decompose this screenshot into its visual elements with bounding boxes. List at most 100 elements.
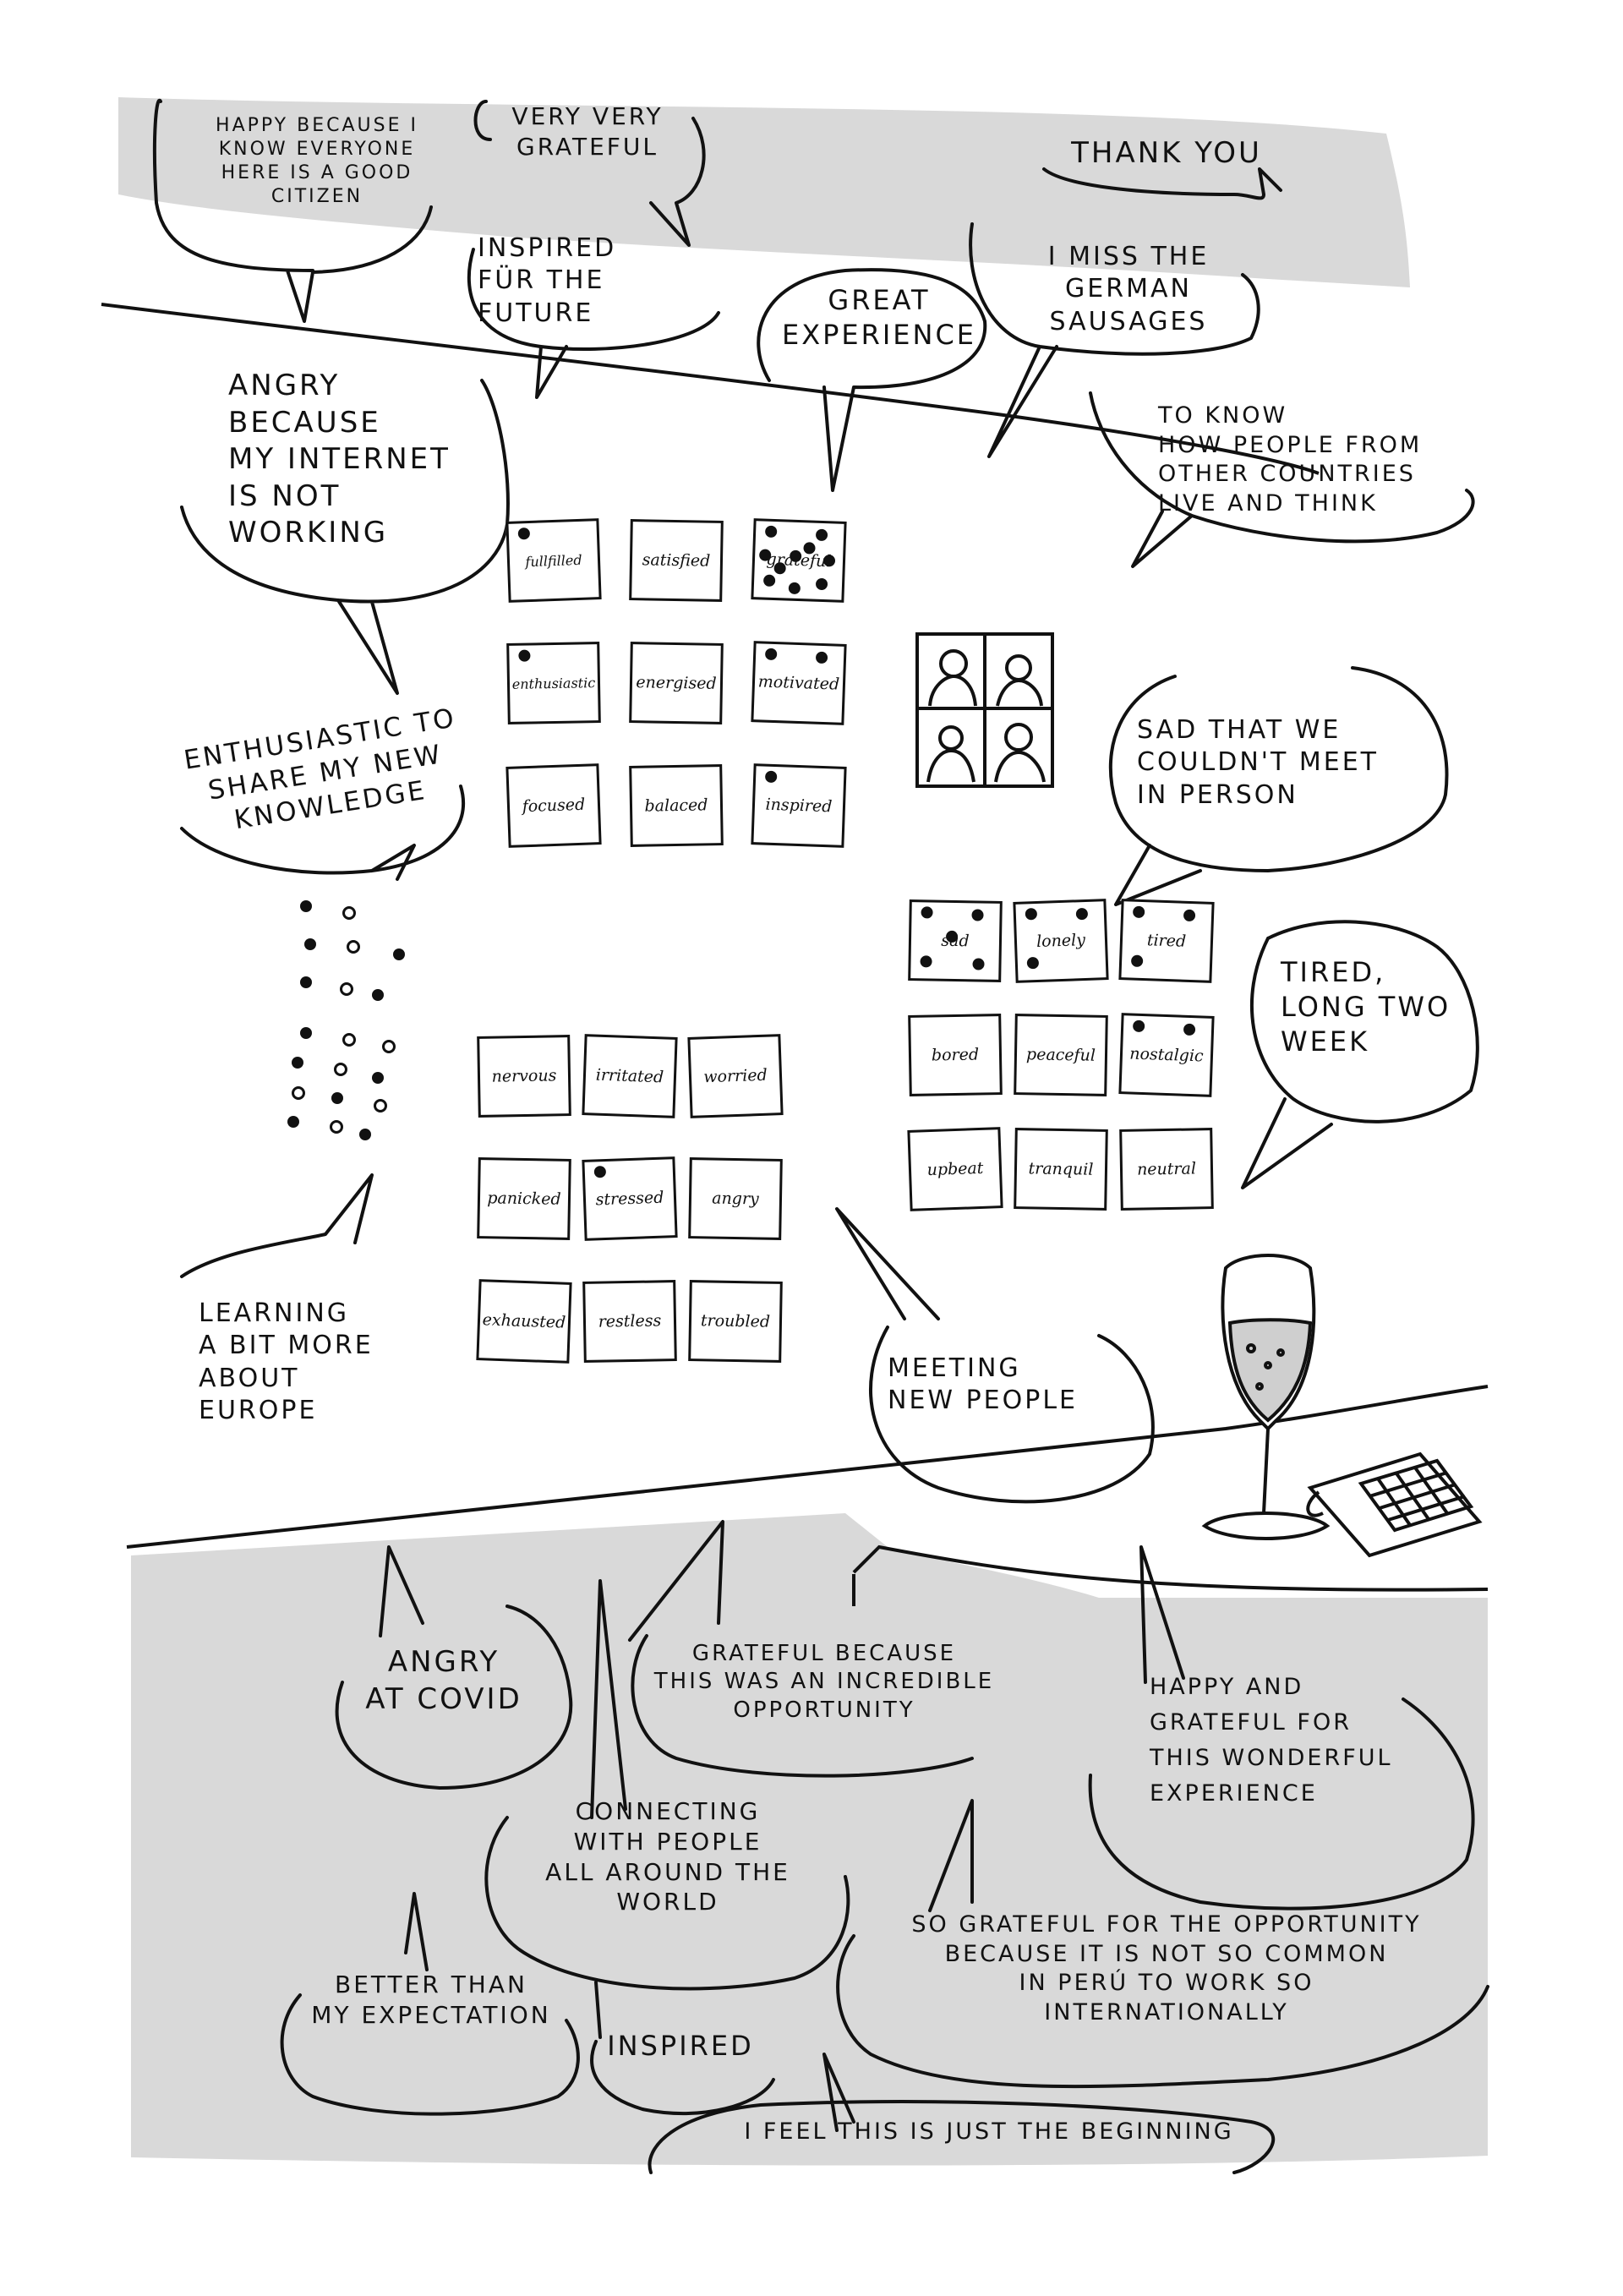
emotion-card-label: motivated: [757, 672, 840, 694]
emotion-card-sad: sad: [908, 899, 1003, 982]
bubble-outline-inspired-future: [467, 248, 720, 399]
emotion-card-peaceful: peaceful: [1014, 1014, 1108, 1096]
filled-dot: [359, 1129, 371, 1140]
emotion-card-neutral: neutral: [1119, 1128, 1214, 1211]
vote-dot: [773, 561, 786, 575]
emotion-card-label: exhausted: [482, 1310, 566, 1332]
emotion-card-tired: tired: [1118, 899, 1215, 983]
vote-dot: [815, 577, 828, 591]
vote-dot: [920, 955, 932, 968]
bubble-better-expectation: BETTER THAN MY EXPECTATION: [311, 1971, 551, 2029]
bubble-outline-thank-you: [1042, 167, 1282, 200]
filled-dot: [304, 938, 316, 950]
emotion-card-label: nervous: [491, 1066, 557, 1086]
wine-glass-icon: [1201, 1254, 1331, 1540]
vote-dot: [1132, 905, 1145, 919]
hollow-dot: [342, 906, 356, 920]
emotion-card-label: stressed: [595, 1188, 664, 1210]
emotion-card-inspired: inspired: [751, 763, 847, 848]
bubble-learning-europe: LEARNING A BIT MORE ABOUT EUROPE: [199, 1298, 374, 1426]
vote-dot: [764, 525, 778, 538]
filled-dot: [393, 948, 405, 960]
hollow-dot: [330, 1120, 343, 1134]
bubble-connecting-world: CONNECTING WITH PEOPLE ALL AROUND THE WO…: [545, 1797, 790, 1916]
bubble-inspired: INSPIRED: [607, 2030, 754, 2062]
bubble-grateful-opportunity: GRATEFUL BECAUSE THIS WAS AN INCREDIBLE …: [653, 1641, 995, 1723]
bubble-outline-happy-citizen: [152, 98, 433, 323]
vote-dot: [518, 649, 531, 662]
vote-dot: [764, 770, 778, 784]
vote-dot: [1132, 1020, 1145, 1033]
hollow-dot: [347, 940, 360, 954]
vote-dot: [971, 909, 984, 921]
bubble-outline-so-grateful-peru: [836, 1799, 1489, 2089]
emotion-card-energised: energised: [629, 642, 724, 724]
emotion-card-label: angry: [712, 1189, 759, 1209]
bubble-other-countries: TO KNOW HOW PEOPLE FROM OTHER COUNTRIES …: [1158, 402, 1423, 517]
bubble-outline-great-experience: [757, 268, 987, 492]
emotion-card-label: satisfied: [642, 550, 711, 571]
vote-dot: [815, 528, 828, 542]
filled-dot: [300, 1027, 312, 1039]
bubble-outline-very-grateful: [473, 100, 706, 247]
emotion-card-label: enthusiastic: [511, 674, 596, 692]
emotion-card-nostalgic: nostalgic: [1118, 1013, 1215, 1097]
emotion-card-worried: worried: [687, 1034, 784, 1118]
bubble-outline-other-countries: [1089, 391, 1475, 568]
emotion-card-troubled: troubled: [688, 1280, 783, 1363]
filled-dot: [292, 1057, 303, 1069]
hollow-dot: [342, 1033, 356, 1047]
bubble-outline-enthusiastic-share: [180, 784, 466, 881]
emotion-card-tranquil: tranquil: [1014, 1128, 1108, 1211]
hollow-dot: [334, 1063, 347, 1076]
emotion-card-stressed: stressed: [582, 1156, 678, 1241]
emotion-card-label: panicked: [487, 1189, 561, 1209]
bubble-very-grateful: VERY VERY GRATEFUL: [511, 102, 664, 161]
emotion-card-label: bored: [931, 1045, 980, 1065]
bubble-so-grateful-peru: SO GRATEFUL FOR THE OPPORTUNITY BECAUSE …: [911, 1911, 1422, 2025]
bubble-great-experience: GREAT EXPERIENCE: [781, 284, 977, 351]
bubble-outline-angry-internet: [180, 379, 510, 695]
filled-dot: [372, 1072, 384, 1084]
emotion-card-exhausted: exhausted: [476, 1279, 572, 1364]
bubble-outline-angry-covid: [335, 1545, 573, 1790]
emotion-card-balaced: balaced: [629, 764, 724, 847]
vote-dot: [1183, 909, 1196, 922]
vote-dot: [1183, 1023, 1196, 1036]
emotion-card-focused: focused: [505, 763, 602, 848]
emotion-card-label: inspired: [765, 795, 833, 817]
table-edge-line: [126, 1385, 1489, 1549]
emotion-card-angry: angry: [688, 1157, 783, 1240]
bubble-happy-citizen: HAPPY BECAUSE I KNOW EVERYONE HERE IS A …: [216, 115, 418, 208]
bubble-happy-wonderful: HAPPY AND GRATEFUL FOR THIS WONDERFUL EX…: [1150, 1674, 1393, 1807]
wall-edge-line: [101, 303, 1320, 475]
bubble-angry-covid: ANGRY AT COVID: [365, 1645, 522, 1716]
emotion-card-nervous: nervous: [477, 1035, 571, 1118]
filled-dot: [300, 900, 312, 912]
hollow-dot: [340, 982, 353, 996]
emotion-card-satisfied: satisfied: [629, 519, 724, 602]
bubble-outline-german-sausages: [969, 222, 1260, 458]
hollow-dot: [382, 1040, 396, 1053]
hollow-dot: [292, 1086, 305, 1100]
vote-dot: [1075, 907, 1089, 921]
emotion-card-enthusiastic: enthusiastic: [506, 642, 601, 724]
emotion-card-bored: bored: [908, 1014, 1003, 1096]
vote-dot: [1025, 907, 1038, 921]
video-call-window-icon: [915, 632, 1054, 788]
filled-dot: [287, 1116, 299, 1128]
emotion-card-restless: restless: [582, 1280, 677, 1363]
emotion-card-upbeat: upbeat: [907, 1127, 1003, 1211]
vote-dot: [972, 958, 985, 970]
emotion-card-label: worried: [702, 1065, 768, 1087]
bubble-angry-internet: ANGRY BECAUSE MY INTERNET IS NOT WORKING: [228, 369, 451, 550]
emotion-card-label: neutral: [1136, 1159, 1197, 1179]
bubble-outline-grateful-opportunity: [628, 1520, 974, 1778]
emotion-card-label: fullfilled: [525, 551, 582, 570]
emotion-card-label: troubled: [700, 1311, 771, 1331]
emotion-card-label: nostalgic: [1128, 1044, 1205, 1066]
emotion-card-label: energised: [636, 673, 717, 693]
bubble-outline-meeting-people: [835, 1207, 1155, 1504]
